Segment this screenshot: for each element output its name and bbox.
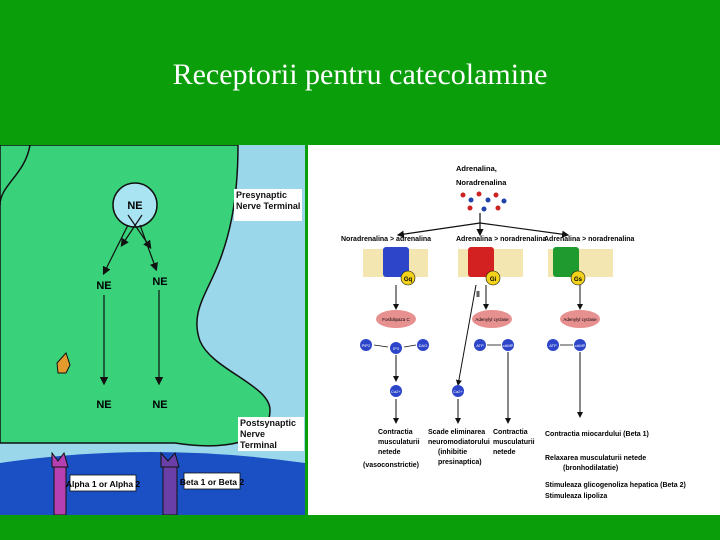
ne-upper-left: NE bbox=[96, 280, 111, 292]
enzyme-ac-2 bbox=[560, 310, 600, 328]
beta-label-box bbox=[183, 472, 241, 490]
svg-text:Adenylyl cyclase: Adenylyl cyclase bbox=[563, 317, 597, 322]
svg-text:‖: ‖ bbox=[476, 290, 480, 299]
svg-text:Scade eliminarea: Scade eliminarea bbox=[428, 429, 485, 436]
svg-text:ATP: ATP bbox=[549, 343, 557, 348]
svg-text:PIP2: PIP2 bbox=[362, 343, 371, 348]
ligand-label-2: Noradrenalina bbox=[456, 178, 507, 187]
svg-text:Contractia: Contractia bbox=[493, 429, 528, 436]
alpha-receptor bbox=[53, 464, 67, 516]
svg-text:Gq: Gq bbox=[404, 277, 413, 283]
ne-lower-left: NE bbox=[96, 399, 111, 411]
effect-col4: Contractia miocardului (Beta 1) Relaxare… bbox=[545, 431, 686, 500]
beta-receptor bbox=[162, 464, 178, 516]
ca-node-1 bbox=[390, 385, 402, 397]
ca-node-2 bbox=[452, 385, 464, 397]
camp-node-2 bbox=[574, 339, 586, 351]
ligand-label-1: Adrenalina, bbox=[456, 164, 497, 173]
svg-text:Ca2+: Ca2+ bbox=[391, 389, 401, 394]
atp-node-2 bbox=[547, 339, 559, 351]
gi-protein bbox=[485, 270, 501, 286]
svg-text:Gs: Gs bbox=[574, 277, 583, 283]
ligand-dots bbox=[460, 191, 507, 212]
col3-header: Adrenalina > noradrenalina bbox=[544, 236, 635, 243]
alpha1-receptor bbox=[383, 247, 409, 277]
alpha-label-box bbox=[69, 474, 137, 492]
ne-upper-right: NE bbox=[152, 276, 167, 288]
svg-text:Stimuleaza lipoliza: Stimuleaza lipoliza bbox=[545, 493, 607, 500]
svg-text:Gi: Gi bbox=[490, 277, 497, 283]
col2-header: Adrenalina > noradrenalina bbox=[456, 236, 547, 243]
signaling-diagram: Adrenalina, Noradrenalina Noradrenalina … bbox=[308, 145, 720, 515]
svg-text:cAMP: cAMP bbox=[503, 343, 514, 348]
svg-text:presinaptica): presinaptica) bbox=[438, 459, 482, 466]
effect-col2: Scade eliminarea neuromodiatorului (inhi… bbox=[428, 429, 490, 466]
svg-text:musculaturii: musculaturii bbox=[493, 439, 535, 446]
ip3-node bbox=[390, 342, 402, 354]
alpha2-receptor bbox=[468, 247, 494, 277]
svg-text:Contractia: Contractia bbox=[378, 429, 413, 436]
svg-text:IP3: IP3 bbox=[393, 346, 400, 351]
dag-node bbox=[417, 339, 429, 351]
svg-text:(bronhodilatatie): (bronhodilatatie) bbox=[563, 465, 618, 472]
presynaptic-label-box bbox=[234, 189, 302, 221]
svg-text:Stimuleaza glicogenoliza hepat: Stimuleaza glicogenoliza hepatica (Beta … bbox=[545, 482, 686, 489]
svg-text:neuromodiatorului: neuromodiatorului bbox=[428, 439, 490, 446]
enzyme-plc bbox=[376, 310, 416, 328]
gq-protein bbox=[400, 270, 416, 286]
synapse-diagram: NE NE NE NE NE Presynaptic Nerve Termina… bbox=[0, 144, 305, 516]
atp-node-1 bbox=[474, 339, 486, 351]
col1-header: Noradrenalina > adrenalina bbox=[341, 236, 431, 243]
enzyme-ac-1 bbox=[472, 310, 512, 328]
presynaptic-label: Presynaptic Nerve Terminal bbox=[236, 190, 301, 211]
gs-protein bbox=[570, 270, 586, 286]
pip2-node bbox=[360, 339, 372, 351]
alpha-receptor-label: Alpha 1 or Alpha 2 bbox=[66, 479, 141, 489]
postsynaptic-membrane bbox=[0, 452, 305, 515]
slide-title: Receptorii pentru catecolamine bbox=[172, 58, 548, 91]
vesicle-ne-label: NE bbox=[127, 200, 142, 212]
svg-text:(vasoconstrictie): (vasoconstrictie) bbox=[363, 462, 419, 469]
effect-col3: Contractia musculaturii netede bbox=[493, 429, 535, 456]
svg-text:(inhibitie: (inhibitie bbox=[438, 449, 467, 456]
effect-col1: Contractia musculaturii netede (vasocons… bbox=[363, 429, 420, 469]
svg-text:Adenylyl cyclase: Adenylyl cyclase bbox=[475, 317, 509, 322]
svg-text:DAG: DAG bbox=[419, 343, 428, 348]
svg-text:Relaxarea musculaturii netede: Relaxarea musculaturii netede bbox=[545, 455, 646, 462]
svg-text:musculaturii: musculaturii bbox=[378, 439, 420, 446]
svg-text:cAMP: cAMP bbox=[575, 343, 586, 348]
postsynaptic-label: Postsynaptic Nerve Terminal bbox=[240, 418, 297, 450]
ne-lower-right: NE bbox=[152, 399, 167, 411]
autoreceptor bbox=[56, 352, 71, 374]
beta-receptor-box bbox=[553, 247, 579, 277]
bottom-strip bbox=[0, 515, 720, 540]
svg-text:netede: netede bbox=[378, 449, 401, 456]
beta-receptor-label: Beta 1 or Beta 2 bbox=[180, 477, 245, 487]
svg-text:netede: netede bbox=[493, 449, 516, 456]
vesicle bbox=[112, 182, 158, 228]
svg-text:Ca2+: Ca2+ bbox=[453, 389, 463, 394]
svg-text:Fosfolipaza C: Fosfolipaza C bbox=[382, 317, 410, 322]
postsynaptic-label-box bbox=[238, 417, 304, 451]
svg-text:ATP: ATP bbox=[476, 343, 484, 348]
camp-node-1 bbox=[502, 339, 514, 351]
svg-text:Contractia miocardului (Beta 1: Contractia miocardului (Beta 1) bbox=[545, 431, 649, 438]
